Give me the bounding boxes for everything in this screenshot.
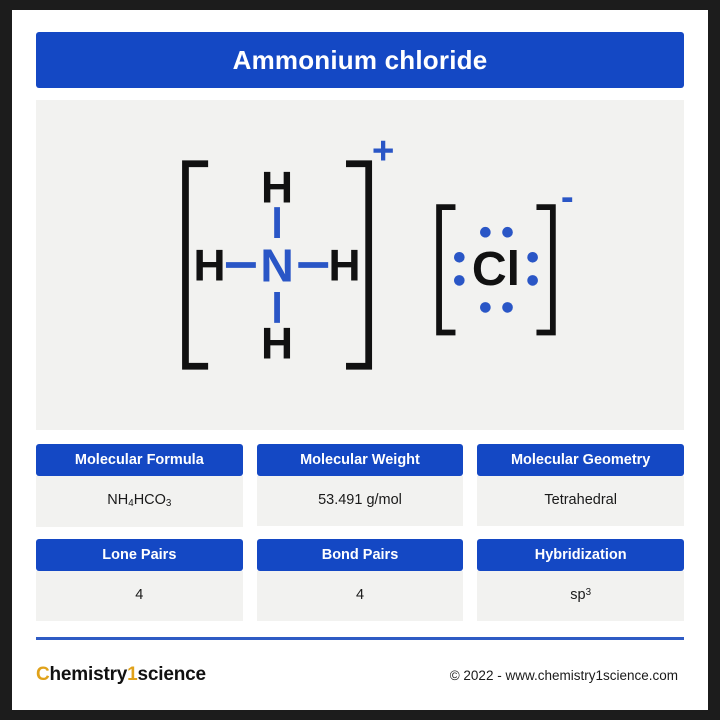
lone-pair-bottom — [480, 302, 513, 313]
property-lone-pairs: Lone Pairs 4 — [36, 539, 243, 622]
property-value: Tetrahedral — [477, 476, 684, 526]
copyright-notice: © 2022 - www.chemistry1science.com — [449, 667, 678, 683]
atom-hydrogen-left: H — [194, 241, 226, 290]
ammonium-cation-group: H H H H N + — [182, 130, 395, 370]
property-molecular-weight: Molecular Weight 53.491 g/mol — [256, 444, 464, 527]
property-label: Bond Pairs — [256, 539, 464, 572]
cation-charge-label: + — [372, 130, 395, 173]
atom-hydrogen-bottom: H — [261, 320, 293, 369]
property-value: sp3 — [477, 571, 684, 622]
property-row-2: Lone Pairs 4 Bond Pairs 4 Hybridization … — [36, 539, 684, 622]
lewis-structure-panel: H H H H N + — [36, 100, 684, 430]
property-molecular-formula: Molecular Formula NH4HCO3 — [36, 444, 243, 528]
property-label: Molecular Formula — [36, 444, 243, 476]
anion-left-bracket — [436, 204, 456, 336]
logo-word-chemistry: hemistry — [49, 664, 128, 686]
property-value: 53.491 g/mol — [256, 476, 464, 526]
cation-right-bracket — [346, 160, 373, 370]
lone-pair-left — [454, 251, 465, 286]
property-value: 4 — [256, 571, 464, 622]
cation-left-bracket — [182, 160, 209, 370]
property-molecular-geometry: Molecular Geometry Tetrahedral — [477, 444, 684, 527]
property-row-1: Molecular Formula NH4HCO3 Molecular Weig… — [36, 444, 684, 528]
property-hybridization: Hybridization sp3 — [477, 539, 684, 622]
structure-stage: H H H H N + — [36, 100, 684, 430]
logo-digit-one: 1 — [127, 664, 138, 686]
property-bond-pairs: Bond Pairs 4 — [256, 539, 464, 622]
lone-pair-right — [527, 251, 538, 286]
atom-hydrogen-right: H — [329, 241, 361, 290]
lone-pair-top — [480, 226, 513, 238]
page-title: Ammonium chloride — [232, 44, 488, 75]
property-value: 4 — [36, 571, 243, 622]
anion-charge-label: - — [561, 176, 574, 219]
brand-logo[interactable]: Chemistry1science — [36, 664, 206, 686]
footer: Chemistry1science © 2022 - www.chemistry… — [36, 640, 684, 710]
lewis-structure-diagram: H H H H N + — [182, 130, 574, 370]
logo-initial: C — [36, 664, 50, 686]
chloride-anion-group: Cl — [436, 176, 574, 336]
title-bar: Ammonium chloride — [36, 32, 684, 88]
atom-nitrogen-center: N — [260, 239, 293, 291]
property-label: Molecular Weight — [256, 444, 464, 476]
atom-hydrogen-top: H — [261, 163, 293, 212]
anion-right-bracket — [536, 204, 556, 336]
logo-word-science: science — [137, 664, 207, 686]
property-value: NH4HCO3 — [36, 476, 243, 528]
property-label: Lone Pairs — [36, 539, 243, 572]
info-card: Ammonium chloride — [12, 10, 708, 710]
property-tables: Molecular Formula NH4HCO3 Molecular Weig… — [36, 444, 684, 622]
property-label: Molecular Geometry — [477, 444, 684, 476]
property-label: Hybridization — [477, 539, 684, 572]
footer-divider — [36, 637, 684, 641]
atom-chlorine-center: Cl — [472, 242, 520, 296]
